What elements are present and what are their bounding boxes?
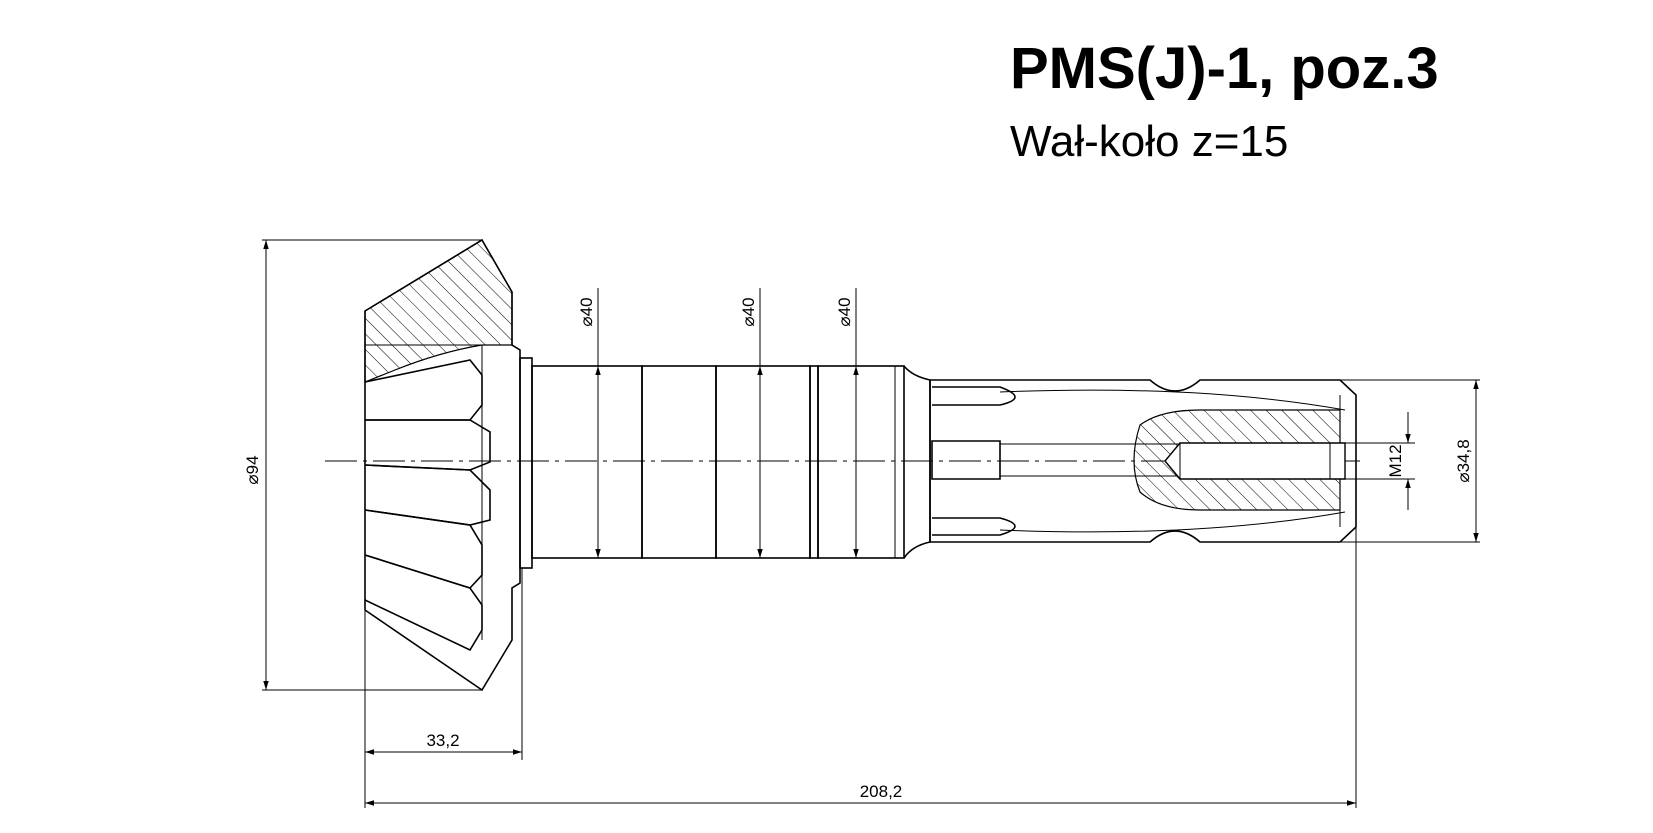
dim-diameter-34-8: ⌀34,8 <box>1454 439 1473 482</box>
dim-length-208-2: 208,2 <box>860 782 903 801</box>
drawing-title: PMS(J)-1, poz.3 <box>1010 36 1439 101</box>
dim-diameter-40-second: ⌀40 <box>739 297 758 326</box>
dim-diameter-40-first: ⌀40 <box>577 297 596 326</box>
shaft <box>519 357 931 569</box>
dimension-lines <box>262 239 1480 808</box>
dim-diameter-94: ⌀94 <box>243 455 262 484</box>
dim-length-33-2: 33,2 <box>426 731 459 750</box>
splined-shaft-end <box>929 379 1357 543</box>
drawing-subtitle: Wał-koło z=15 <box>1010 117 1288 166</box>
dim-diameter-40-third: ⌀40 <box>835 297 854 326</box>
dim-thread-m12: M12 <box>1386 444 1405 477</box>
bevel-gear <box>364 238 521 692</box>
